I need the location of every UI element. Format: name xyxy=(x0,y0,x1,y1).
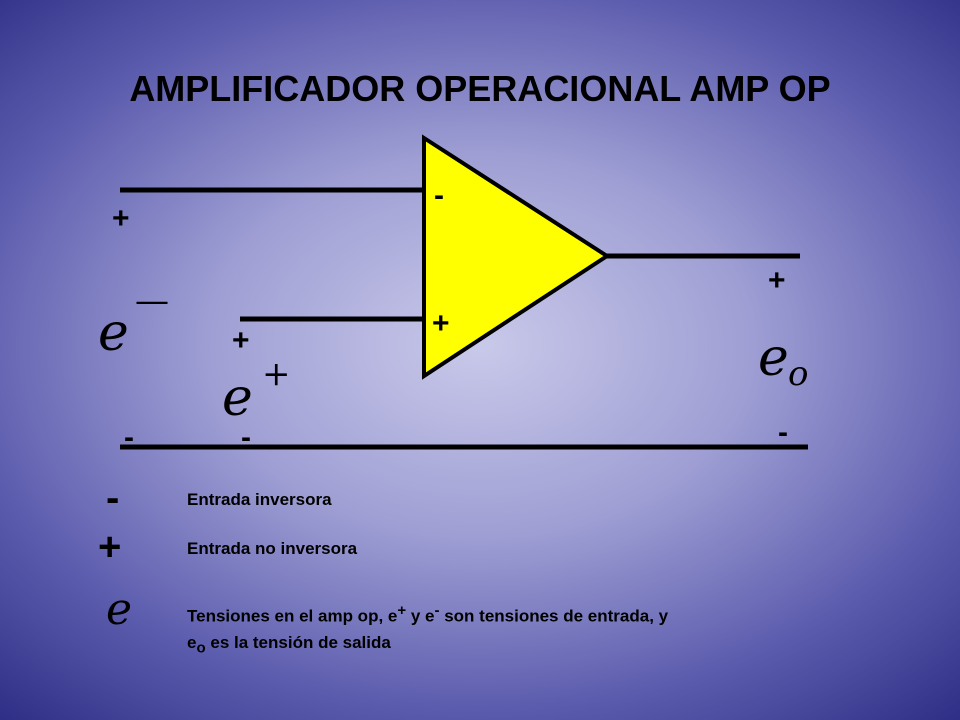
legend-e-symbol: e xyxy=(106,584,133,635)
legend-minus-text: Entrada inversora xyxy=(187,490,332,509)
legend-e-text-sup2: - xyxy=(434,602,440,619)
e-plus-label: e xyxy=(222,368,253,428)
inverting-sign: - xyxy=(434,179,444,212)
noninverting-sign: + xyxy=(432,307,450,340)
legend-minus-symbol: - xyxy=(106,476,120,520)
eo-subscript: o xyxy=(788,354,808,394)
e-minus-superscript: — xyxy=(135,281,169,321)
legend-e-text-part2: y e xyxy=(406,606,435,626)
legend-e-text-line2-base: e xyxy=(187,632,197,652)
legend-e-text: Tensiones en el amp op, e+ y e- son tens… xyxy=(187,598,907,661)
e-plus-superscript: + xyxy=(262,354,291,394)
legend-e-text-line2-rest: es la tensión de salida xyxy=(205,632,391,652)
ground-minus-3: - xyxy=(778,416,788,449)
output-plus: + xyxy=(768,264,786,297)
page-title: AMPLIFICADOR OPERACIONAL AMP OP xyxy=(129,68,831,109)
legend-e-text-part3: son tensiones de entrada, y xyxy=(439,606,669,626)
legend-plus-text: Entrada no inversora xyxy=(187,539,358,558)
legend-e-text-sup1: + xyxy=(397,602,407,619)
legend-e-text-part1: Tensiones en el amp op, e xyxy=(187,606,398,626)
opamp-triangle xyxy=(422,134,611,380)
input-left-plus: + xyxy=(112,202,130,235)
input-inner-plus: + xyxy=(232,324,250,357)
eo-label: e xyxy=(758,328,789,388)
e-minus-label: e xyxy=(98,303,129,363)
legend-e-text-line2-sub: o xyxy=(196,639,206,657)
ground-minus-1: - xyxy=(124,421,134,454)
legend-plus-symbol: + xyxy=(98,525,122,569)
ground-minus-2: - xyxy=(241,421,251,454)
